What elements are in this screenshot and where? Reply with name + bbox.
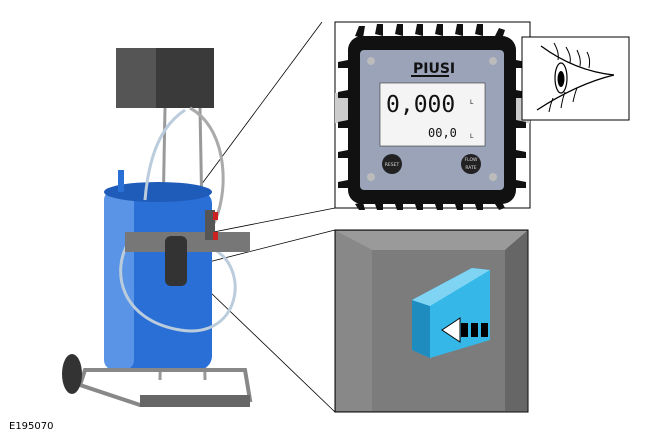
figure-reference: E195070: [9, 421, 54, 432]
screw-icon: [489, 173, 497, 181]
screw-icon: [367, 173, 375, 181]
arrow-left-icon: [441, 317, 488, 343]
flow-rate-label-2: RATE: [465, 165, 476, 171]
eye-symbol-panel: [521, 36, 630, 121]
fuel-cart: [62, 48, 253, 408]
screw-icon: [489, 57, 497, 65]
meter-on-cart: [165, 236, 187, 286]
main-unit: L: [470, 99, 474, 106]
screw-icon: [367, 57, 375, 65]
switch-detail-panel: [334, 229, 529, 413]
hose: [119, 239, 237, 333]
wheel: [62, 354, 82, 394]
meter-detail-panel: PIUSI 0,000 L 00,0 L RESET FLOW RATE: [334, 21, 531, 210]
main-reading: 0,000: [386, 92, 455, 118]
eye-icon: [536, 42, 615, 113]
reset-button[interactable]: [382, 154, 402, 174]
reset-label: RESET: [385, 162, 400, 168]
sub-reading: 00,0: [428, 126, 457, 140]
lcd-display: [379, 82, 486, 147]
sub-unit: L: [470, 133, 474, 140]
flow-rate-button[interactable]: [461, 154, 481, 174]
brand-logo: PIUSI: [413, 61, 455, 77]
flow-rate-label-1: FLOW: [465, 157, 478, 163]
strap: [125, 232, 250, 252]
